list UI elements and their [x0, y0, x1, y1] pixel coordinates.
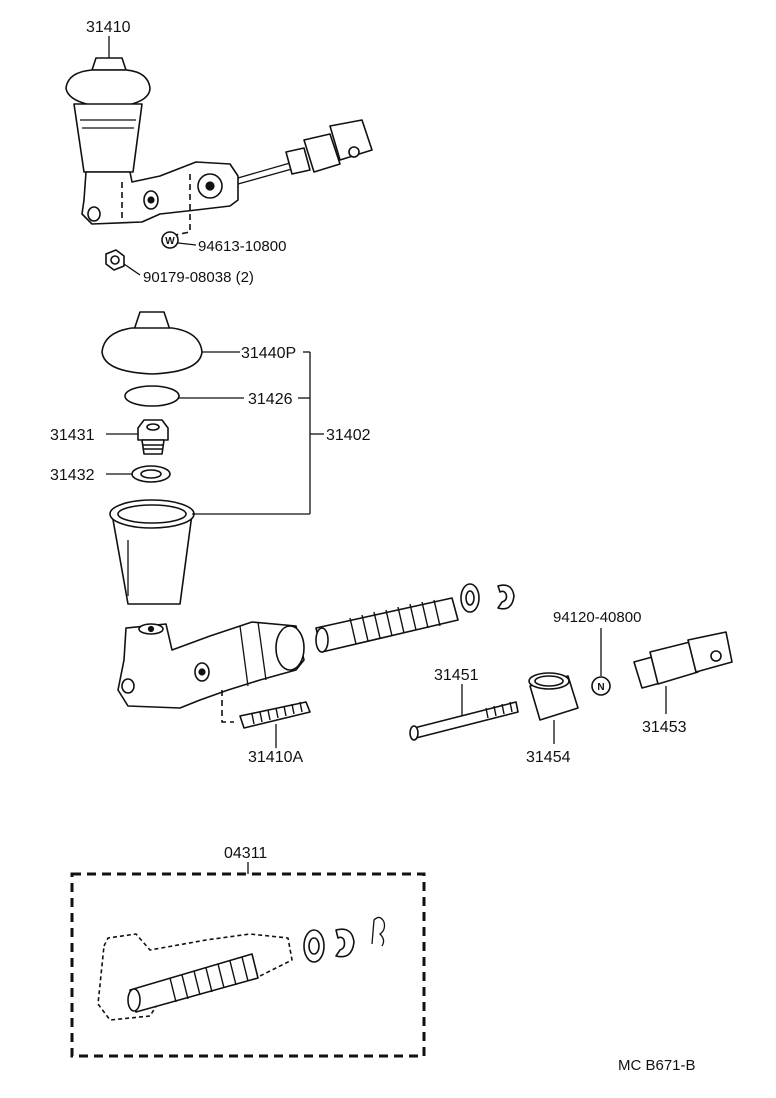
cup-and-snap-ring [460, 583, 515, 613]
clevis-31453 [633, 631, 733, 714]
piston-and-spring [315, 597, 459, 653]
label-diagram-code: MC B671-B [618, 1057, 696, 1074]
cap-seal-31426 [124, 385, 244, 407]
nut-symbol: N [597, 682, 604, 693]
label-union-gasket: 31432 [50, 467, 95, 484]
label-union: 31431 [50, 427, 95, 444]
washer-w-icon [161, 231, 179, 249]
boot-31454 [528, 672, 579, 744]
union-gasket-31432 [106, 465, 171, 483]
label-reservoir-assy: 31402 [326, 427, 371, 444]
stud-31410A [239, 701, 311, 748]
label-nut-n-part: 94120-40800 [553, 609, 641, 626]
label-boot: 31454 [526, 749, 571, 766]
label-push-rod: 31451 [434, 667, 479, 684]
master-cylinder-assembly [65, 36, 373, 237]
push-rod-31451 [409, 684, 519, 741]
nut-90179 [105, 249, 141, 276]
washer-symbol: W [165, 236, 175, 247]
label-repair-kit: 04311 [224, 845, 267, 862]
nut-94120: N [591, 628, 611, 696]
cylinder-body [117, 621, 305, 723]
label-cap-seal: 31426 [248, 391, 293, 408]
label-stud: 31410A [248, 749, 303, 766]
washer-94613: W [161, 231, 197, 249]
label-washer-part: 94613-10800 [198, 238, 286, 255]
label-clevis: 31453 [642, 719, 687, 736]
repair-kit-04311 [70, 862, 426, 1058]
reservoir-31402 [109, 351, 324, 605]
label-reservoir-cap: 31440P [241, 345, 296, 362]
label-master-cylinder: 31410 [86, 19, 131, 36]
label-nut-part: 90179-08038 (2) [143, 269, 254, 286]
union-31431 [106, 419, 169, 455]
nut-n-icon [591, 676, 611, 696]
reservoir-cap-31440P [101, 311, 240, 375]
